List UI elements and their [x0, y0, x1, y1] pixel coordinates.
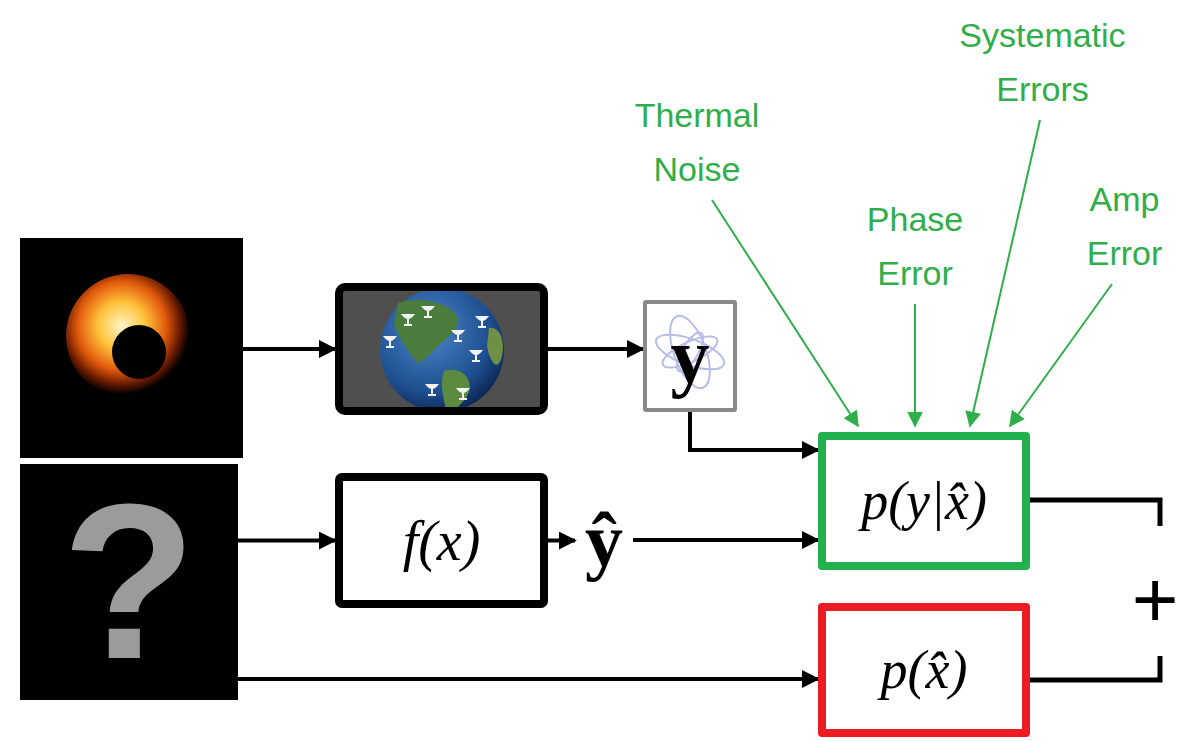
telescope-dish	[425, 384, 439, 396]
telescope-dish	[401, 314, 415, 326]
continent	[394, 300, 458, 363]
leader-arrow	[970, 120, 1040, 426]
forward-model-box: f(x)	[335, 473, 548, 608]
earth-globe	[380, 291, 504, 407]
plus-sign: +	[1120, 560, 1190, 640]
flow-arrow	[238, 677, 818, 681]
telescope-dish	[475, 316, 489, 328]
black-hole-shadow	[112, 325, 166, 379]
node-text: p(x̂)	[881, 643, 968, 697]
measurement-box: y	[643, 300, 737, 412]
leader-arrow	[914, 304, 916, 426]
noise-label: Amp Error	[1062, 172, 1187, 280]
node-text: p(y|x̂)	[861, 474, 987, 528]
flow-arrow	[548, 539, 575, 543]
noise-label: Phase Error	[845, 192, 985, 300]
black-hole-image	[20, 238, 243, 458]
telescope-dish	[469, 350, 483, 362]
predicted-data: ŷ	[575, 494, 633, 586]
flow-arrow	[548, 347, 643, 351]
globe-ocean	[380, 291, 504, 407]
continent	[442, 370, 470, 407]
earth-box	[339, 287, 544, 411]
telescope-dish	[451, 330, 465, 342]
likelihood-box: p(y|x̂)	[818, 432, 1030, 570]
flow-arrow	[633, 538, 818, 542]
flow-arrow	[243, 347, 335, 351]
flow-arrow	[238, 539, 335, 543]
sum-bracket	[1030, 500, 1160, 526]
node-text: ŷ	[585, 502, 623, 578]
noise-label: Systematic Errors	[935, 8, 1150, 116]
continent	[487, 328, 503, 365]
prior-box: p(x̂)	[818, 603, 1030, 737]
flow-arrow	[690, 412, 818, 450]
black-hole-glow	[66, 274, 190, 398]
unknown-image: ?	[20, 464, 238, 700]
telescope-dish	[456, 388, 470, 400]
sum-bracket	[1030, 656, 1160, 680]
node-text: y	[671, 317, 710, 395]
leader-arrow	[1010, 284, 1112, 426]
node-text: ?	[62, 472, 196, 692]
node-text: f(x)	[403, 513, 481, 569]
noise-label: Thermal Noise	[612, 88, 782, 196]
telescope-dish	[421, 306, 435, 318]
telescope-dish	[383, 336, 397, 348]
